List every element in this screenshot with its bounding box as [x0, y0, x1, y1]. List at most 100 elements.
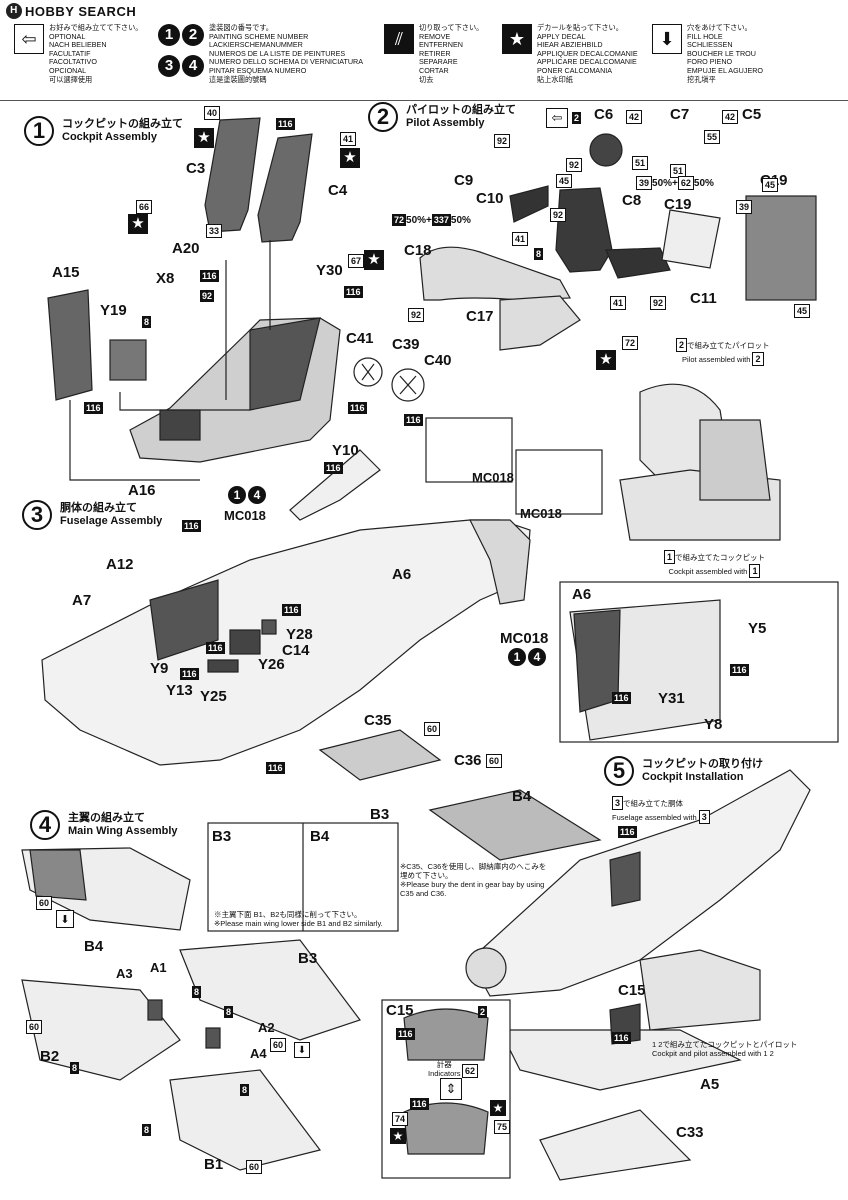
color-badge: 74	[392, 1112, 409, 1126]
part-label: MC018	[224, 508, 266, 523]
color-badge: 8	[142, 316, 152, 328]
cockpit-side	[159, 409, 201, 441]
decal-star-icon: ★	[490, 1100, 506, 1116]
color-badge: 116	[266, 762, 285, 774]
part-label: A6	[572, 586, 592, 603]
part-label: C7	[670, 106, 690, 123]
step-ref: 3	[698, 810, 710, 824]
color-badge: 92	[408, 308, 425, 322]
tail-fin	[469, 519, 531, 605]
legend-scheme: 1 2 3 4 塗装図の番号です。 PAINTING SCHEME NUMBER…	[158, 23, 363, 84]
step-number: 5	[604, 756, 634, 786]
legend-text: 可以選擇使用	[49, 74, 93, 84]
legend-optional: ⇦ お好みで組み立てて下さい。 OPTIONAL NACH BELIEBEN F…	[14, 23, 142, 84]
color-badge: 60	[486, 754, 503, 768]
part-label: Y30	[316, 262, 343, 279]
part-label: C15	[386, 1002, 414, 1019]
part-label: A5	[700, 1076, 720, 1093]
scheme-number: 4	[248, 486, 266, 504]
part-label: Y13	[166, 682, 193, 699]
color-badge: 40	[204, 106, 221, 120]
brand-logo: H HOBBY SEARCH	[6, 3, 136, 19]
part-label: MC018	[520, 506, 562, 521]
color-badge: 39	[636, 176, 653, 190]
brand-name: HOBBY SEARCH	[25, 3, 137, 19]
panel-b4	[428, 789, 602, 861]
scheme-number: 1	[228, 486, 246, 504]
part-label: C33	[676, 1124, 704, 1141]
part-label: C39	[392, 336, 420, 353]
part-label: MC018	[472, 470, 514, 485]
part-c19	[661, 209, 721, 269]
color-badge: 92	[200, 290, 215, 302]
part-label: A12	[106, 556, 134, 573]
color-badge: 60	[270, 1038, 287, 1052]
optional-arrows-icon: ⇦	[546, 108, 568, 128]
step-number: 2	[368, 102, 398, 132]
part-label: A1	[150, 960, 167, 975]
color-badge: 92	[550, 208, 567, 222]
part-label: Y8	[704, 716, 723, 733]
decal-star-icon: ★	[194, 128, 214, 148]
part-label: A7	[72, 592, 92, 609]
part-label: B4	[310, 828, 330, 845]
brand-mark-icon: H	[6, 3, 22, 19]
pilot-leg-c17	[499, 295, 581, 351]
step1-header: 1 コックピットの組み立て Cockpit Assembly	[24, 116, 183, 146]
legend-text: HIEAR ABZIEHBILD	[537, 40, 603, 50]
scheme-number: 3	[158, 55, 180, 78]
part-label: C19	[664, 196, 692, 213]
color-badge: 2	[478, 1006, 488, 1018]
step-title-jp: 胴体の組み立て	[60, 502, 137, 514]
pilot-arm-c11	[605, 247, 671, 279]
legend-text: CORTAR	[419, 65, 449, 75]
flip-arrows-icon: ⇕	[440, 1078, 462, 1100]
color-badge: 45	[762, 178, 779, 192]
color-badge: 60	[424, 722, 441, 736]
part-y25	[207, 659, 239, 673]
color-badge: 116	[410, 1098, 429, 1110]
legend-text: LACKIERSCHEMANUMMER	[209, 40, 303, 50]
legend-text: ENTFERNEN	[419, 40, 463, 50]
part-label: C11	[690, 290, 717, 307]
color-badge: 116	[84, 402, 103, 414]
mix-text: 50%	[693, 178, 714, 189]
legend-text: BOUCHER LE TROU	[687, 48, 756, 58]
color-badge: 8	[192, 986, 202, 998]
legend-text: NUMEROS DE LA LISTE DE PEINTURES	[209, 48, 346, 58]
cockpit-seat	[249, 317, 321, 411]
color-badge: 116	[200, 270, 219, 282]
color-badge: 41	[340, 132, 357, 146]
step-title-jp: パイロットの組み立て	[406, 104, 516, 116]
color-badge: 62	[677, 176, 694, 190]
part-label: A6	[392, 566, 412, 583]
legend-remove: ⫽ 切り取って下さい。 REMOVE ENTFERNEN RETIRER SEP…	[384, 23, 483, 84]
wheel-c39	[353, 357, 383, 387]
wing-b1	[169, 1069, 322, 1171]
part-label: Y9	[150, 660, 169, 677]
legend-text: 這是塗裝圖的號碼	[209, 74, 267, 84]
color-badge: 2	[572, 112, 582, 124]
decal-star-icon: ★	[596, 350, 616, 370]
scheme-number: 2	[182, 24, 204, 46]
legend-text: APPLY DECAL	[537, 31, 586, 41]
legend-decal: ★ デカールを貼って下さい。 APPLY DECAL HIEAR ABZIEHB…	[502, 23, 638, 84]
step-title-en: Cockpit Assembly	[62, 131, 157, 143]
part-label: Y5	[748, 620, 767, 637]
part-label: C9	[454, 172, 474, 189]
color-badge: 51	[632, 156, 649, 170]
legend-text: PINTAR ESQUEMA NUMERO	[209, 65, 307, 75]
legend-text: 挖孔塡平	[687, 74, 716, 84]
scheme-number-icons: 1 2 3 4	[158, 24, 204, 84]
cockpit-pilot-note: 1 2で組み立てたコックピットとパイロット Cockpit and pilot …	[652, 1040, 798, 1058]
color-badge: 55	[704, 130, 721, 144]
step-title-en: Main Wing Assembly	[68, 825, 178, 837]
step-ref: 1	[749, 564, 761, 578]
part-label: C18	[404, 242, 432, 259]
color-badge: 116	[348, 402, 367, 414]
color-badge: 41	[512, 232, 529, 246]
step-title-jp: コックピットの取り付け	[642, 758, 763, 770]
